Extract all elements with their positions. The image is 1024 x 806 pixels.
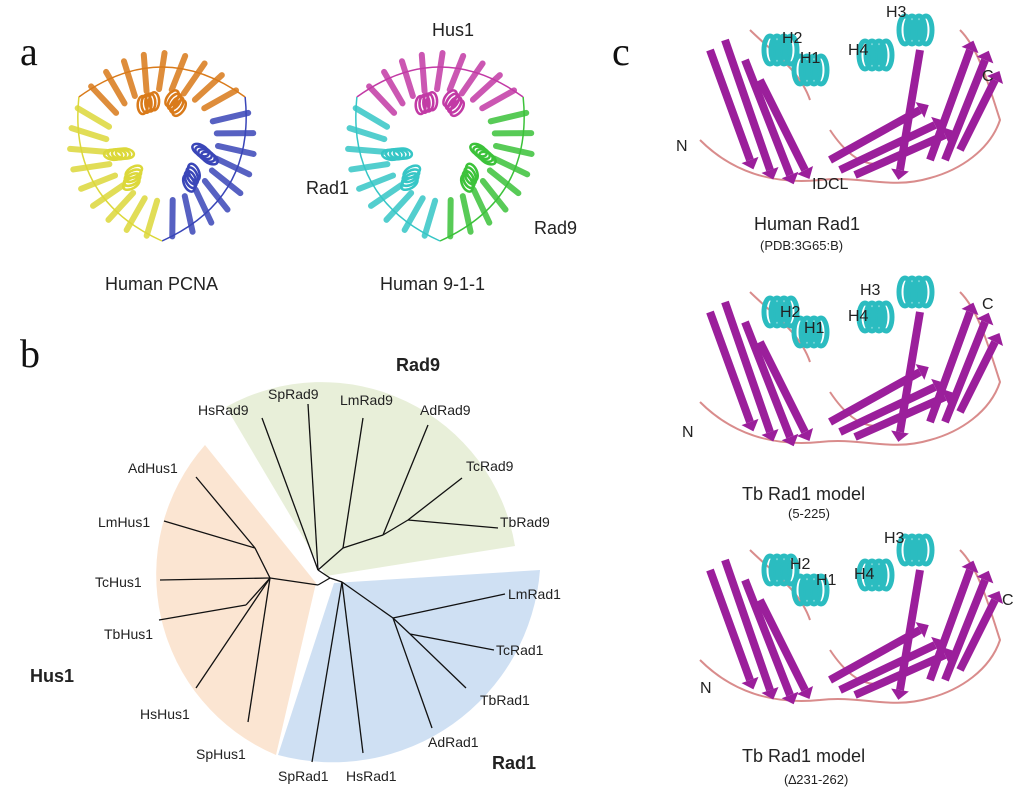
pcna-ring-structure [67, 50, 257, 242]
leaf-lmrad1: LmRad1 [508, 586, 561, 602]
rad1-structure-tb-model-1 [699, 275, 1004, 447]
rad1-structure-human [699, 13, 1004, 185]
subunit-label-rad9-a: Rad9 [534, 218, 578, 238]
helix-label-h3-1: H3 [886, 4, 907, 21]
panel-letter-a: a [20, 29, 38, 74]
helix-label-h2-2: H2 [780, 304, 801, 321]
structure-sub-3: (∆231-262) [784, 772, 849, 787]
leaf-adrad9: AdRad9 [420, 402, 471, 418]
ring-subunit [67, 96, 163, 242]
leaf-hshus1: HsHus1 [140, 706, 190, 722]
helix-label-h4-1: H4 [848, 42, 869, 59]
clade-hus1-sector [156, 445, 316, 755]
pcna-label: Human PCNA [105, 274, 219, 294]
leaf-tbhus1: TbHus1 [104, 626, 154, 642]
leaf-lmhus1: LmHus1 [98, 514, 151, 530]
complex-label: Human 9-1-1 [380, 274, 486, 294]
terminus-c-1: C [982, 68, 994, 85]
terminus-c-3: C [1002, 592, 1014, 609]
helix-label-h4-2: H4 [848, 308, 869, 325]
structure-title-1: Human Rad1 [754, 214, 861, 234]
helix-label-h2-3: H2 [790, 556, 811, 573]
terminus-n-1: N [676, 138, 688, 155]
idcl-label: IDCL [812, 176, 849, 193]
terminus-n-2: N [682, 424, 694, 441]
leaf-hsrad1: HsRad1 [346, 768, 397, 784]
ring-subunit [345, 96, 441, 242]
complex-911-ring-structure [345, 50, 535, 242]
leaf-tbrad1: TbRad1 [480, 692, 530, 708]
leaf-tchus1: TcHus1 [95, 574, 142, 590]
terminus-c-2: C [982, 296, 994, 313]
subunit-label-hus1-a: Hus1 [432, 20, 475, 40]
clade-rad9-sector [226, 382, 515, 576]
clade-label-hus1: Hus1 [30, 666, 75, 686]
structure-sub-2: (5-225) [788, 506, 830, 521]
tree-branches [158, 403, 506, 763]
alpha-helices [761, 533, 935, 607]
leaf-tcrad1: TcRad1 [496, 642, 544, 658]
structure-sub-1: (PDB:3G65:B) [760, 238, 844, 253]
leaf-adhus1: AdHus1 [128, 460, 178, 476]
leaf-sphus1: SpHus1 [196, 746, 246, 762]
leaf-hsrad9: HsRad9 [198, 402, 249, 418]
helix-label-h3-3: H3 [884, 530, 905, 547]
beta-strands [706, 558, 1004, 705]
helix-label-h1-3: H1 [816, 572, 837, 589]
helix-label-h3-2: H3 [860, 282, 881, 299]
subunit-label-rad1-a: Rad1 [306, 178, 350, 198]
panel-letter-b: b [20, 331, 40, 376]
structure-title-3: Tb Rad1 model [742, 746, 866, 766]
beta-strands [706, 38, 1004, 185]
structure-title-2: Tb Rad1 model [742, 484, 866, 504]
leaf-sprad1: SpRad1 [278, 768, 329, 784]
helix-label-h1-1: H1 [800, 50, 821, 67]
terminus-n-3: N [700, 680, 712, 697]
alpha-helices [761, 13, 935, 87]
leaf-lmrad9: LmRad9 [340, 392, 393, 408]
ring-subunit [439, 96, 535, 242]
leaf-tcrad9: TcRad9 [466, 458, 514, 474]
ring-subunit [356, 50, 524, 118]
beta-strands [706, 300, 1004, 447]
panel-letter-c: c [612, 29, 630, 74]
helix-label-h4-3: H4 [854, 566, 875, 583]
clade-label-rad1: Rad1 [492, 753, 537, 773]
ring-subunit [78, 50, 246, 118]
alpha-helices [761, 275, 935, 349]
leaf-tbrad9: TbRad9 [500, 514, 550, 530]
ring-subunit [161, 96, 257, 242]
clade-rad1-sector [278, 570, 540, 763]
helix-label-h1-2: H1 [804, 320, 825, 337]
clade-label-rad9: Rad9 [396, 355, 441, 375]
leaf-sprad9: SpRad9 [268, 386, 319, 402]
helix-label-h2-1: H2 [782, 30, 803, 47]
leaf-adrad1: AdRad1 [428, 734, 479, 750]
rad1-structure-tb-model-2 [699, 533, 1004, 705]
